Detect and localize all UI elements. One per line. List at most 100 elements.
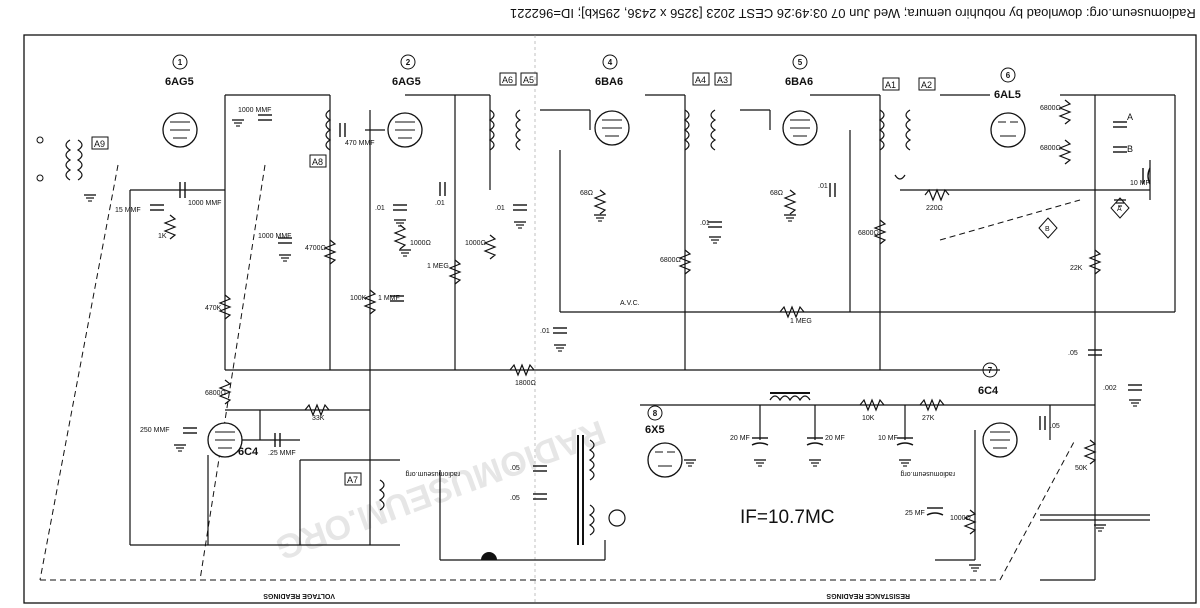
- wiring: [129, 94, 1176, 581]
- coil-label-a5: A5: [523, 75, 534, 85]
- component-value-label: .01: [700, 220, 710, 227]
- coil-label-a9: A9: [94, 139, 105, 149]
- coil-icon: [65, 109, 912, 536]
- component-value-label: .05: [1050, 423, 1060, 430]
- lamp-icon: [608, 509, 626, 527]
- antenna-terminal-icon: [36, 174, 44, 182]
- component-value-label: 15 MMF: [115, 207, 141, 214]
- test-point-a-label: A: [1117, 206, 1122, 213]
- test-point-b-label: B: [1045, 226, 1050, 233]
- component-value-label: .01: [375, 205, 385, 212]
- component-value-label: 1000 MMF: [258, 233, 291, 240]
- component-value-label: 6800Ω: [1040, 105, 1061, 112]
- small-watermark-right: radiomuseum.org: [900, 470, 955, 477]
- gang-linkage: [39, 164, 1081, 581]
- test-point-b: [1038, 217, 1058, 239]
- tube-number: 8: [653, 409, 658, 418]
- tube-labels: 1 6AG5 2 6AG5 4 6BA6 5 6BA6 6 6AL5 7 6C4…: [165, 54, 1021, 458]
- component-value-label: 1K: [158, 233, 167, 240]
- component-value-label: 68Ω: [770, 190, 783, 197]
- component-value-label: .05: [510, 465, 520, 472]
- tube-type-label: 6AL5: [994, 89, 1021, 101]
- component-value-label: 10 MF: [878, 435, 898, 442]
- component-value-label: 1000Ω: [465, 240, 486, 247]
- component-value-label: 6800Ω: [205, 390, 226, 397]
- transformer-labels: [91, 72, 936, 486]
- component-value-label: 1000Ω: [410, 240, 431, 247]
- coil-label-a3: A3: [717, 75, 728, 85]
- footer-voltage-readings: VOLTAGE READINGS: [263, 592, 335, 599]
- component-value-label: .05: [510, 495, 520, 502]
- component-value-label: .002: [1103, 385, 1117, 392]
- coil-label-a6: A6: [502, 75, 513, 85]
- component-value-label: 33K: [312, 415, 325, 422]
- component-value-label: 1 MEG: [427, 263, 449, 270]
- component-value-label: 50K: [1075, 465, 1088, 472]
- component-value-label: .01: [818, 183, 828, 190]
- component-value-label: 470K: [205, 305, 222, 312]
- power-plug-icon: [481, 552, 497, 560]
- transformer-core: [577, 392, 810, 545]
- component-value-label: 470 MMF: [345, 140, 375, 147]
- tube-number: 1: [178, 58, 183, 67]
- tube-type-label: 6BA6: [595, 76, 623, 88]
- diagram-border: [23, 34, 1197, 604]
- component-value-label: 22K: [1070, 265, 1083, 272]
- capacitor-icon: [150, 114, 1142, 500]
- if-frequency-label: IF=10.7MC: [740, 507, 835, 528]
- component-value-label: 1000 MMF: [188, 200, 221, 207]
- component-value-label: 6800Ω: [858, 230, 879, 237]
- tube-type-label: 6AG5: [392, 76, 421, 88]
- component-value-label: 1000Ω: [950, 515, 971, 522]
- cap-section-a: A: [1127, 112, 1133, 122]
- component-value-label: 10K: [862, 415, 875, 422]
- component-value-label: .01: [435, 200, 445, 207]
- tube-type-label: 6AG5: [165, 76, 194, 88]
- component-value-label: .05: [1068, 350, 1078, 357]
- coil-label-a2: A2: [921, 80, 932, 90]
- component-value-label: 1000 MMF: [238, 107, 271, 114]
- component-value-label: 68Ω: [580, 190, 593, 197]
- tube-type-label: 6BA6: [785, 76, 813, 88]
- coil-label-a4: A4: [695, 75, 706, 85]
- component-value-label: .01: [495, 205, 505, 212]
- component-value-label: 1800Ω: [515, 380, 536, 387]
- component-value-label: 10 MF: [1130, 180, 1150, 187]
- component-value-label: 100K: [350, 295, 367, 302]
- component-value-label: .01: [540, 328, 550, 335]
- tube-number: 7: [988, 366, 993, 375]
- resistor-icon: [163, 99, 1102, 535]
- component-value-label: 25 MF: [905, 510, 925, 517]
- component-values: 1000 MMF 470 MMF 1000 MMF 15 MMF 1K 1000…: [115, 105, 1150, 522]
- tube-type-label: 6X5: [645, 424, 665, 436]
- component-value-label: 250 MMF: [140, 427, 170, 434]
- tube-number: 2: [406, 58, 411, 67]
- component-value-label: 20 MF: [730, 435, 750, 442]
- component-value-label: 20 MF: [825, 435, 845, 442]
- electrolytic-capacitor-icon: [751, 167, 1151, 516]
- tube-number: 5: [798, 58, 803, 67]
- component-value-label: 1 MEG: [790, 318, 812, 325]
- tube-number: 6: [1006, 71, 1011, 80]
- antenna-terminal-icon: [36, 136, 44, 144]
- coil-label-a7: A7: [347, 475, 358, 485]
- test-point-a: [1110, 197, 1130, 219]
- component-value-label: 1 MMF: [378, 295, 400, 302]
- component-value-label: 4700Ω: [305, 245, 326, 252]
- tube-number: 4: [608, 58, 613, 67]
- component-value-label: 220Ω: [926, 205, 943, 212]
- component-value-label: 27K: [922, 415, 935, 422]
- coil-label-a1: A1: [885, 80, 896, 90]
- cap-section-b: B: [1127, 144, 1133, 154]
- ground-icon: [83, 119, 1142, 572]
- component-value-label: A.V.C.: [620, 300, 640, 307]
- small-watermark-left: radiomuseum.org: [405, 470, 460, 477]
- tube-internals: [170, 119, 1018, 467]
- component-value-label: 6800Ω: [1040, 145, 1061, 152]
- tube-type-label: 6C4: [978, 385, 999, 397]
- tube-type-label: 6C4: [238, 446, 259, 458]
- component-value-label: .25 MMF: [268, 450, 296, 457]
- footer-resistance-readings: RESISTANCE READINGS: [826, 592, 910, 599]
- component-value-label: 6800Ω: [660, 257, 681, 264]
